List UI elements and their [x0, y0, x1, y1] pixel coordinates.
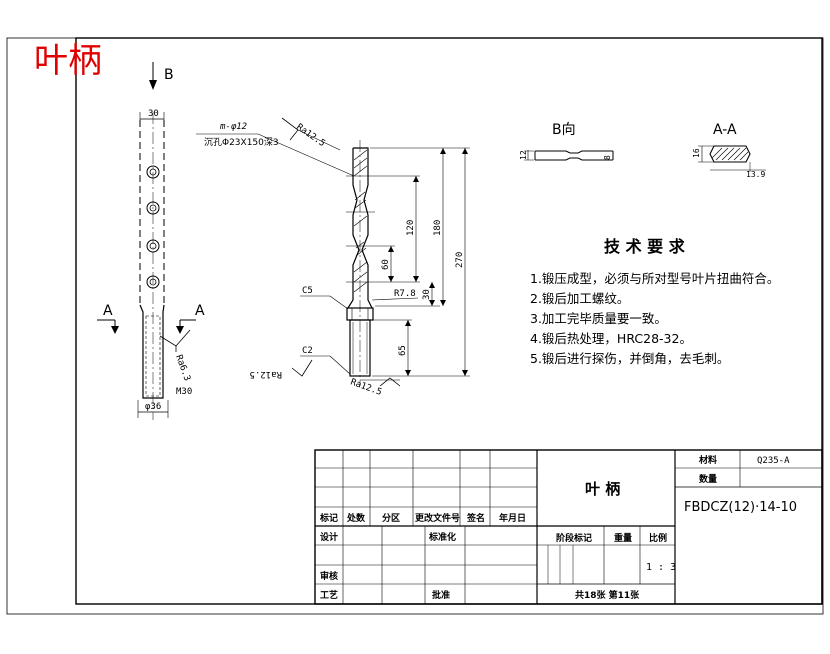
reviewer-label: 审核	[320, 570, 338, 582]
dim-180: 180	[433, 220, 443, 236]
part-name: 叶 柄	[585, 480, 620, 498]
process-label: 工艺	[320, 589, 338, 601]
left-dim-bottom: φ36	[145, 402, 161, 412]
designer-label: 设计	[320, 531, 338, 543]
left-roughness: Ra6.3	[173, 354, 192, 383]
weight-label: 重量	[614, 532, 632, 544]
main-roughness-bottom: Ra12.5	[349, 377, 383, 398]
dim-270: 270	[455, 252, 465, 268]
section-a-right-label: A	[195, 303, 205, 319]
main-view	[196, 117, 470, 387]
standardization-label: 标准化	[428, 531, 456, 543]
section-a-left-label: A	[103, 303, 113, 319]
dim-30: 30	[422, 289, 432, 300]
scale-label: 比例	[649, 532, 667, 544]
rev-header: 年月日	[499, 512, 526, 524]
hole-note-2: 沉孔Φ23X150深3	[204, 137, 279, 148]
rev-header: 分区	[382, 512, 400, 524]
left-dim-top: 30	[148, 109, 159, 119]
main-dim-arrows	[388, 148, 468, 376]
main-roughness-top: Ra12.5	[294, 122, 326, 149]
rev-header: 更改文件号	[415, 512, 460, 524]
b-view	[524, 150, 614, 161]
tech-req-item: 5.锻后进行探伤，并倒角，去毛刺。	[530, 351, 729, 366]
tech-req-item: 4.锻后热处理，HRC28-32。	[530, 331, 692, 346]
rev-header: 处数	[346, 512, 366, 524]
dim-65: 65	[398, 345, 408, 356]
b-view-title: B向	[552, 122, 576, 138]
outer-border	[6, 37, 824, 615]
aa-view-dim-13-9: 13.9	[746, 170, 765, 179]
drawing-number: FBDCZ(12)·14-10	[684, 500, 797, 515]
left-view	[97, 62, 196, 420]
dim-60: 60	[381, 259, 391, 270]
aa-view	[698, 145, 766, 172]
quantity-label: 数量	[699, 473, 717, 485]
b-view-dim-8: 8	[603, 155, 612, 160]
rev-header: 标记	[319, 512, 338, 524]
left-thread: M30	[176, 387, 192, 397]
aa-view-title: A-A	[713, 122, 737, 138]
b-view-dim-12: 12	[519, 150, 528, 160]
sheets-count: 共18张 第11张	[575, 589, 640, 601]
rev-header: 签名	[466, 512, 485, 524]
dim-120: 120	[406, 220, 416, 236]
view-arrow-b-label: B	[164, 67, 174, 83]
tech-req-item: 1.锻压成型，必须与所对型号叶片扭曲符合。	[530, 271, 779, 286]
tech-req-item: 3.加工完毕质量要一致。	[530, 311, 667, 326]
chamfer-c2: C2	[302, 346, 313, 356]
aa-view-dim-16: 16	[692, 148, 701, 158]
material-value: Q235-A	[757, 456, 790, 466]
title-block-grid	[314, 449, 823, 605]
tech-req-item: 2.锻后加工螺纹。	[530, 291, 629, 306]
view-arrow-b-icon	[149, 80, 157, 90]
stage-mark-label: 阶段标记	[556, 532, 592, 544]
main-roughness-left: Ra12.5	[249, 369, 282, 379]
chamfer-c5: C5	[302, 286, 313, 296]
scale-value: 1 : 3	[646, 562, 676, 573]
tech-req-title: 技 术 要 求	[604, 237, 686, 256]
hole-note-1: m-φ12	[219, 122, 247, 132]
material-label: 材料	[698, 454, 717, 466]
radius-r7-8: R7.8	[394, 289, 416, 299]
approval-label: 批准	[432, 589, 450, 601]
drawing-title: 叶柄	[34, 41, 102, 81]
